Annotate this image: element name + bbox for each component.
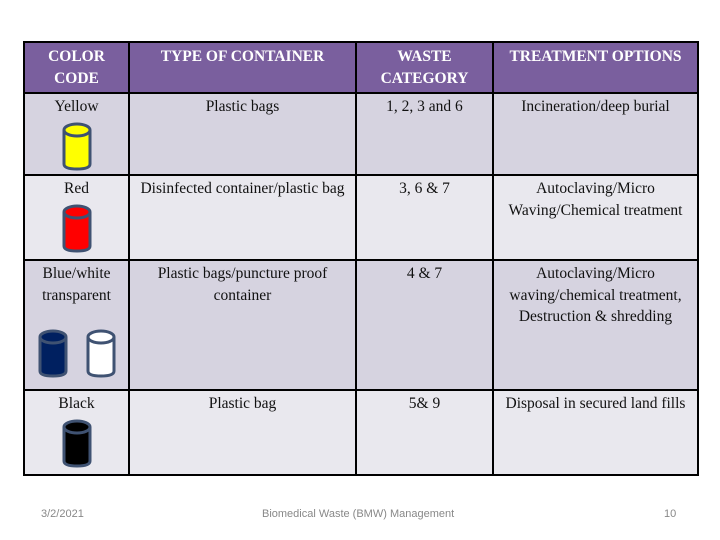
waste-segregation-table: COLOR CODE TYPE OF CONTAINER WASTE CATEG… (23, 41, 699, 476)
color-code-label: Red (64, 180, 89, 197)
bin-icons (29, 121, 124, 171)
yellow-bin-icon (62, 122, 91, 171)
waste-category-cell: 5& 9 (355, 389, 494, 476)
footer-date: 3/2/2021 (41, 508, 84, 520)
container-type-cell: Disinfected container/plastic bag (128, 174, 357, 261)
header-treatment-options: TREATMENT OPTIONS (492, 41, 699, 94)
page-number: 10 (664, 508, 677, 520)
header-container-type: TYPE OF CONTAINER (128, 41, 357, 94)
waste-category-cell: 4 & 7 (355, 259, 494, 391)
black-bin-icon (62, 419, 91, 468)
table-header-row: COLOR CODE TYPE OF CONTAINER WASTE CATEG… (23, 41, 699, 94)
bin-icons (29, 203, 124, 253)
container-type-cell: Plastic bags/puncture proof container (128, 259, 357, 391)
table-row: Blue/white transparent Plastic bags/punct… (23, 259, 699, 391)
treatment-options-cell: Incineration/deep burial (492, 92, 699, 176)
red-bin-icon (62, 204, 91, 253)
header-color-code: COLOR CODE (23, 41, 130, 94)
color-code-cell: Black (23, 389, 130, 476)
treatment-options-cell: Disposal in secured land fills (492, 389, 699, 476)
color-code-cell: Red (23, 174, 130, 261)
container-type-cell: Plastic bags (128, 92, 357, 176)
waste-category-cell: 1, 2, 3 and 6 (355, 92, 494, 176)
header-waste-category: WASTE CATEGORY (355, 41, 494, 94)
footer-title: Biomedical Waste (BMW) Management (262, 508, 455, 520)
color-code-cell: Yellow (23, 92, 130, 176)
color-code-cell: Blue/white transparent (23, 259, 130, 391)
color-code-label: Yellow (54, 98, 99, 115)
treatment-options-cell: Autoclaving/Micro waving/chemical treatm… (492, 259, 699, 391)
container-type-cell: Plastic bag (128, 389, 357, 476)
blue-bin-icon (38, 329, 67, 378)
bin-icons (29, 328, 124, 378)
color-code-label: Black (58, 395, 95, 412)
treatment-options-cell: Autoclaving/Micro Waving/Chemical treatm… (492, 174, 699, 261)
waste-category-cell: 3, 6 & 7 (355, 174, 494, 261)
bin-icons (29, 418, 124, 468)
color-code-label: Blue/white transparent (42, 265, 111, 304)
white-bin-icon (86, 329, 115, 378)
